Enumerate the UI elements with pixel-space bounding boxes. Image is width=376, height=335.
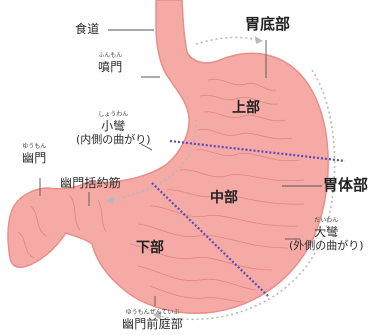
label-lower-part: 下部 <box>136 241 164 255</box>
label-greater-curvature: だいわん 大彎 (外側の曲がり) <box>289 218 364 251</box>
label-pylorus: ゆうもん 幽門 <box>22 144 46 164</box>
lesser-curvature-text: 小彎 <box>76 120 151 132</box>
label-cardia: ふんもん 噴門 <box>98 53 122 73</box>
greater-curvature-ruby: だいわん <box>289 218 364 224</box>
lower-part-text: 下部 <box>136 240 164 256</box>
cardia-text: 噴門 <box>98 61 122 73</box>
body-text: 胃体部 <box>323 176 368 194</box>
greater-curvature-text: 大彎 <box>289 226 364 238</box>
label-upper-part: 上部 <box>232 101 260 115</box>
pyloric-sphincter-text: 幽門括約筋 <box>60 177 121 189</box>
label-body: 胃体部 <box>323 178 368 193</box>
pylorus-ruby: ゆうもん <box>22 144 46 150</box>
label-esophagus: 食道 <box>75 23 99 35</box>
label-fundus: 胃底部 <box>245 17 290 32</box>
label-middle-part: 中部 <box>210 191 238 205</box>
label-lesser-curvature: しょうわん 小彎 (内側の曲がり) <box>76 112 151 145</box>
lesser-curvature-subtext: (内側の曲がり) <box>76 134 151 145</box>
greater-curvature-subtext: (外側の曲がり) <box>289 240 364 251</box>
middle-part-text: 中部 <box>210 190 238 206</box>
stomach-shape <box>8 0 328 313</box>
upper-part-text: 上部 <box>232 100 260 116</box>
pylorus-text: 幽門 <box>22 152 46 164</box>
label-antrum: ゆうもんぜんていぶ 幽門前庭部 <box>122 310 183 330</box>
antrum-ruby: ゆうもんぜんていぶ <box>122 310 183 316</box>
label-pyloric-sphincter: 幽門括約筋 <box>60 177 121 189</box>
esophagus-text: 食道 <box>75 23 99 35</box>
antrum-text: 幽門前庭部 <box>122 318 183 330</box>
cardia-ruby: ふんもん <box>98 53 122 59</box>
fundus-text: 胃底部 <box>245 15 290 33</box>
lesser-curvature-ruby: しょうわん <box>76 112 151 118</box>
